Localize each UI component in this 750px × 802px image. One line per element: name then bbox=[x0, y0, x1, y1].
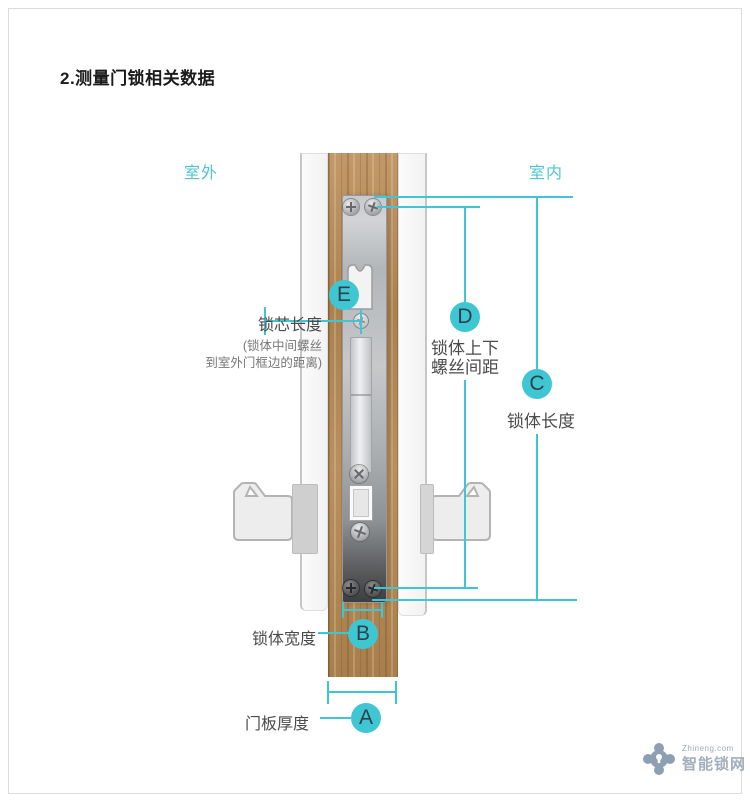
cylinder-length-note: (锁体中间螺丝 到室外门框边的距离) bbox=[140, 338, 322, 372]
c-line-bottom bbox=[372, 599, 577, 601]
d-line-top bbox=[377, 206, 480, 208]
b-tick-right bbox=[381, 602, 383, 618]
b-tick-left bbox=[342, 602, 344, 618]
a-tick-right bbox=[395, 681, 397, 704]
deadbolt-face bbox=[353, 489, 369, 517]
b-bracket-line bbox=[343, 609, 383, 611]
note-line1: (锁体中间螺丝 bbox=[242, 339, 322, 353]
note-line2: 到室外门框边的距离) bbox=[205, 356, 322, 370]
marker-A-letter: A bbox=[358, 706, 373, 729]
a-connector-line bbox=[320, 717, 351, 719]
c-line-vertical-upper bbox=[536, 196, 538, 369]
e-measure-line bbox=[265, 320, 362, 322]
label-screw-spacing: 锁体上下 螺丝间距 bbox=[427, 339, 503, 377]
d-line-bottom bbox=[374, 587, 478, 589]
label-screw-spacing-line2: 螺丝间距 bbox=[431, 358, 499, 377]
marker-D: D bbox=[450, 302, 480, 332]
escutcheon-indoor bbox=[420, 484, 434, 554]
lock-body-slot bbox=[350, 337, 372, 473]
label-screw-spacing-line1: 锁体上下 bbox=[431, 339, 499, 358]
b-connector-line bbox=[318, 632, 349, 634]
door-handle-outdoor bbox=[233, 482, 293, 541]
label-lock-body-length: 锁体长度 bbox=[507, 412, 575, 431]
c-line-top bbox=[374, 196, 573, 198]
outdoor-label: 室外 bbox=[184, 165, 219, 182]
marker-D-letter: D bbox=[457, 305, 473, 328]
marker-B: B bbox=[348, 619, 378, 649]
marker-C-letter: C bbox=[529, 372, 545, 395]
marker-E-letter: E bbox=[336, 283, 351, 306]
page-border-frame bbox=[8, 8, 742, 794]
marker-E: E bbox=[329, 280, 359, 310]
a-bracket-line bbox=[328, 691, 397, 693]
page-title: 2.测量门锁相关数据 bbox=[60, 69, 216, 88]
label-lock-body-width: 锁体宽度 bbox=[251, 631, 316, 648]
d-line-vertical-lower bbox=[464, 380, 466, 589]
watermark-text: Zhineng.com 智能锁网 bbox=[682, 744, 746, 774]
label-door-thickness: 门板厚度 bbox=[245, 716, 310, 733]
watermark-small-text: Zhineng.com bbox=[682, 744, 734, 753]
screw-top-left-icon bbox=[343, 199, 359, 215]
a-tick-left bbox=[327, 681, 329, 704]
e-screw-crosshair bbox=[360, 309, 362, 334]
screw-bottom-left-icon bbox=[343, 580, 359, 596]
watermark-lock-logo-icon bbox=[643, 743, 675, 775]
marker-A: A bbox=[351, 703, 381, 733]
indoor-label: 室内 bbox=[529, 165, 564, 182]
label-cylinder-length: 锁芯长度 bbox=[257, 317, 322, 334]
watermark-main-text: 智能锁网 bbox=[682, 756, 747, 773]
d-line-vertical-upper bbox=[464, 208, 466, 303]
deadbolt-opening bbox=[349, 485, 373, 521]
marker-C: C bbox=[522, 369, 552, 399]
marker-B-letter: B bbox=[355, 622, 370, 645]
e-end-tick bbox=[264, 307, 266, 335]
escutcheon-outdoor bbox=[292, 484, 318, 554]
c-line-vertical-lower bbox=[536, 434, 538, 601]
watermark: Zhineng.com 智能锁网 bbox=[640, 736, 748, 782]
